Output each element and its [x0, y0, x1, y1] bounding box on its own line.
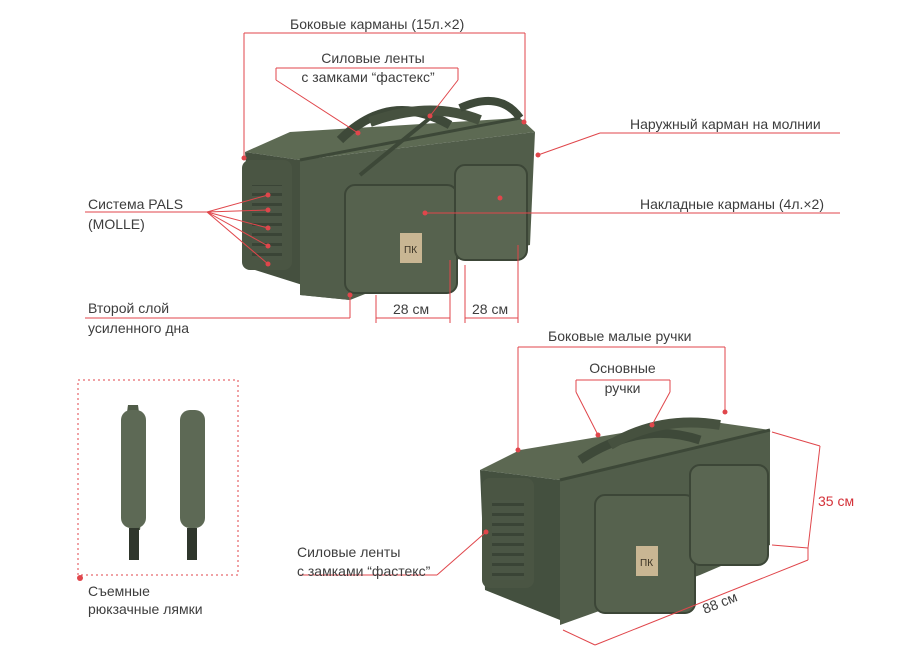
label-second-bottom-1: Второй слой [88, 300, 170, 316]
label-power-straps-top-1: Силовые ленты [321, 50, 425, 66]
label-patch-pockets: Накладные карманы (4л.×2) [640, 196, 825, 212]
label-height: 35 см [818, 493, 855, 509]
brand-tag: ПК [404, 245, 417, 256]
label-second-bottom-2: усиленного дна [88, 320, 190, 336]
bottom-bag: ПК [480, 417, 771, 625]
label-outer-zip-pocket: Наружный карман на молнии [630, 116, 821, 132]
backpack-straps [121, 405, 205, 560]
brand-tag-2: ПК [640, 558, 653, 569]
annotation-dots [77, 113, 728, 581]
label-power-straps-bottom-2: с замками “фастекс” [297, 563, 431, 579]
label-power-straps-bottom-1: Силовые ленты [297, 544, 401, 560]
label-main-handles-2: ручки [604, 380, 641, 396]
label-pals-2: (MOLLE) [88, 216, 145, 232]
label-power-straps-top-2: с замками “фастекс” [301, 69, 435, 85]
label-side-small-handles: Боковые малые ручки [548, 328, 692, 344]
label-pals-1: Система PALS [88, 196, 184, 212]
label-straps-1: Съемные [88, 583, 150, 599]
top-bag: ПК [242, 97, 535, 300]
label-width-left: 28 см [393, 301, 430, 317]
annotation-lines [85, 32, 840, 646]
label-main-handles-1: Основные [589, 360, 656, 376]
label-side-pockets: Боковые карманы (15л.×2) [290, 16, 465, 32]
label-straps-2: рюкзачные лямки [88, 601, 203, 617]
label-width-right: 28 см [472, 301, 509, 317]
